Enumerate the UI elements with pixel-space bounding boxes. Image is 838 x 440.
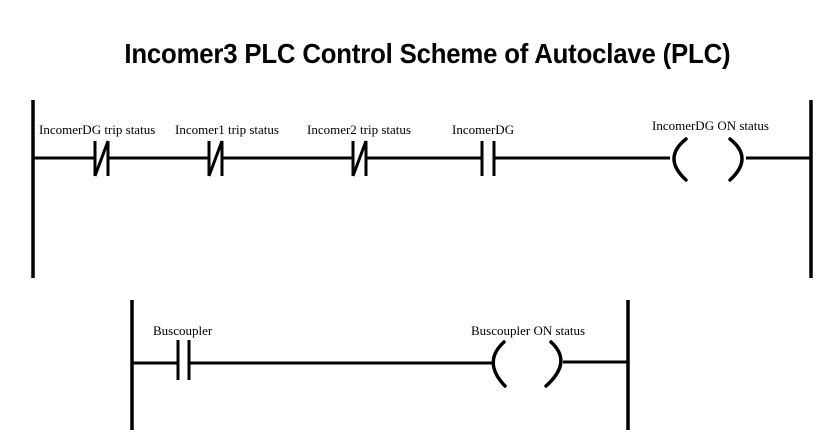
coil-incomerdg-on-status[interactable] (672, 137, 744, 182)
contact-label: IncomerDG trip status (39, 122, 155, 137)
contact-label: Buscoupler (153, 323, 213, 338)
rung-2: Buscoupler Buscoupler ON status (130, 300, 630, 430)
normally-open-contact-incomerdg[interactable] (480, 141, 496, 176)
contact-label: IncomerDG (452, 122, 514, 137)
normally-closed-contact-incomer1-trip[interactable] (207, 140, 224, 177)
contact-label: Incomer1 trip status (175, 122, 279, 137)
diagram-title-text: Incomer3 PLC Control Scheme of Autoclave… (123, 38, 731, 69)
normally-open-contact-buscoupler[interactable] (176, 340, 191, 380)
diagram-title: Incomer3 PLC Control Scheme of Autoclave… (0, 38, 838, 70)
normally-closed-contact-incomerdg-trip[interactable] (93, 140, 110, 177)
coil-label: Buscoupler ON status (471, 323, 585, 338)
rung-1: IncomerDG trip status Incomer1 trip stat… (31, 100, 813, 278)
contact-label: Incomer2 trip status (307, 122, 411, 137)
normally-closed-contact-incomer2-trip[interactable] (351, 140, 368, 177)
coil-label: IncomerDG ON status (652, 118, 769, 133)
coil-buscoupler-on-status[interactable] (491, 340, 563, 388)
